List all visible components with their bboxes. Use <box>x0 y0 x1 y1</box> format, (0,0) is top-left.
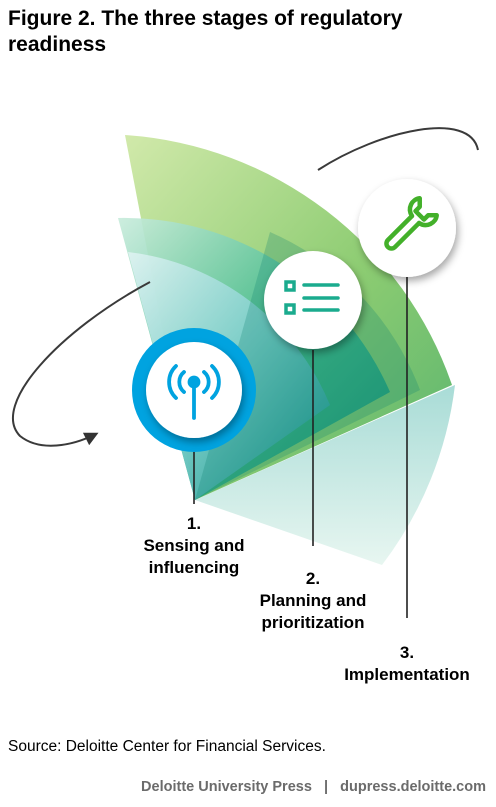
footer-url: dupress.deloitte.com <box>340 779 486 795</box>
stage-3-badge <box>358 179 456 277</box>
stage-2-label: 2. Planning and prioritization <box>238 568 388 634</box>
stage-2-title-line-2: prioritization <box>261 613 365 632</box>
stage-3-title-line-1: Implementation <box>344 665 470 684</box>
fan-lower-segment <box>195 385 455 565</box>
footer-separator: | <box>324 779 329 795</box>
stage-1-label: 1. Sensing and influencing <box>124 513 264 579</box>
wrench-icon <box>384 196 439 251</box>
figure-title: Figure 2. The three stages of regulatory… <box>8 7 403 56</box>
stage-2-title-line-1: Planning and <box>259 591 367 610</box>
stage-1-badge <box>132 328 256 452</box>
stage-2-number: 2. <box>305 569 321 588</box>
orbit-arc-front <box>12 281 151 447</box>
stage-1-title-line-2: influencing <box>148 558 240 577</box>
footer-publisher: Deloitte University Press <box>141 779 312 795</box>
antenna-icon <box>167 364 221 420</box>
orbit-arc-top <box>317 127 479 171</box>
footer: Deloitte University Press | dupress.delo… <box>0 779 486 795</box>
stage-1-number: 1. <box>186 514 202 533</box>
fan-shade-band <box>195 232 420 500</box>
stage-3-label: 3. Implementation <box>322 642 492 686</box>
source-note: Source: Deloitte Center for Financial Se… <box>8 738 326 755</box>
checklist-icon <box>284 280 340 315</box>
stage-1-title-line-1: Sensing and <box>143 536 245 555</box>
stage-3-number: 3. <box>399 643 415 662</box>
stage-2-badge <box>264 251 362 349</box>
